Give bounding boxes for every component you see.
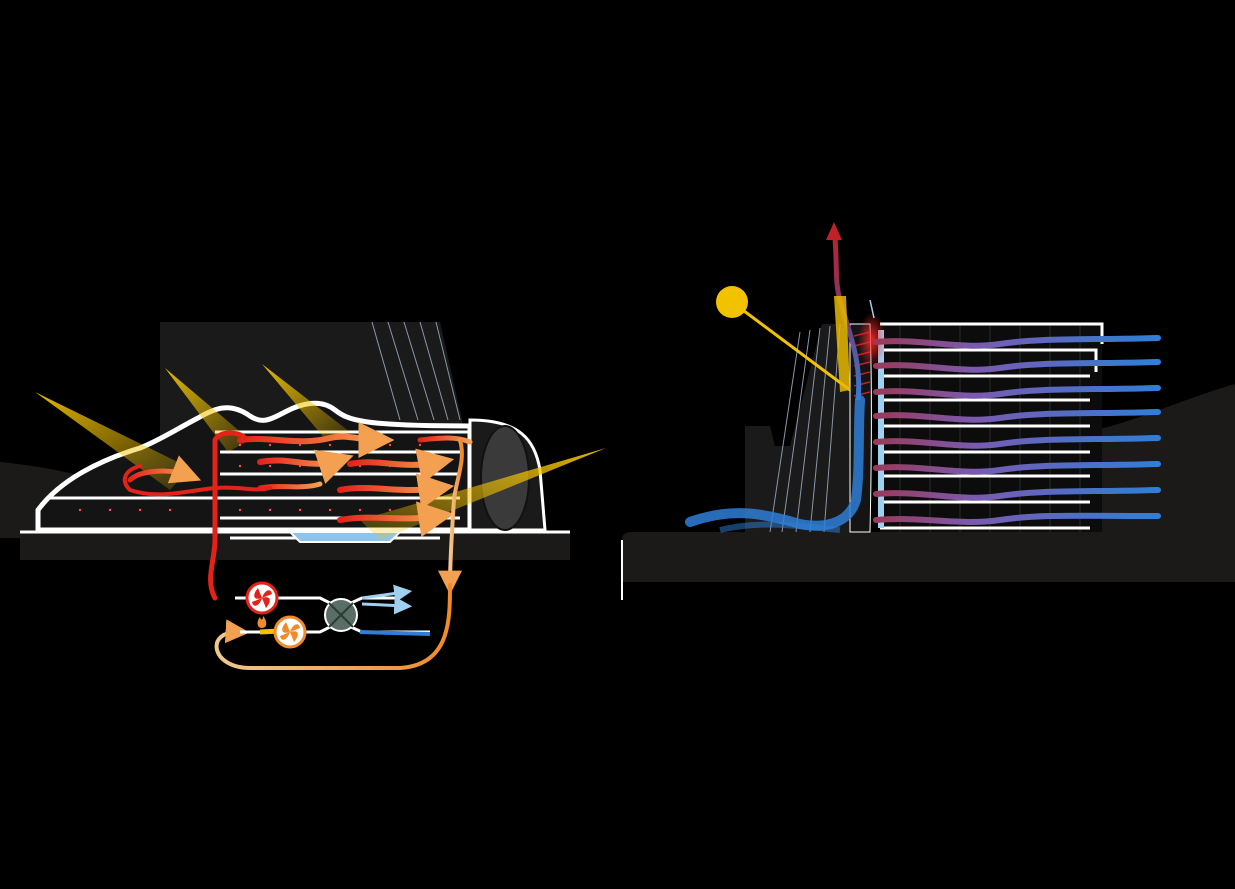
heat-exchanger-icon xyxy=(324,598,358,632)
warm-flow-2 xyxy=(417,435,473,445)
facade-heat-glow xyxy=(858,312,886,368)
right-tower-mass xyxy=(745,324,850,532)
warm-flow-4 xyxy=(347,448,455,484)
cool-flow-7 xyxy=(873,487,1161,501)
winter-heating-section xyxy=(0,321,606,670)
sun-ray-right xyxy=(834,296,850,392)
cool-flow-8 xyxy=(873,512,1161,525)
cool-flow-6 xyxy=(873,461,1161,475)
summer-ventilation-section xyxy=(621,222,1235,600)
cool-flow-5 xyxy=(873,435,1161,449)
right-building xyxy=(878,322,1104,532)
cool-return-air xyxy=(359,630,431,636)
pool xyxy=(287,531,403,543)
right-hill xyxy=(1095,384,1235,532)
warm-branch-left xyxy=(122,464,217,497)
warm-loop-bottom xyxy=(214,583,452,670)
right-ground xyxy=(622,532,1235,582)
mechanical-equipment xyxy=(235,581,431,649)
warm-return-riser xyxy=(438,438,464,595)
cool-exhaust xyxy=(361,584,413,603)
fan-icon xyxy=(245,581,279,615)
warm-flow-7 xyxy=(337,501,455,537)
cool-intake-flow-2 xyxy=(719,521,841,533)
right-tower-fins xyxy=(769,323,841,533)
sun-ray-3 xyxy=(262,364,350,440)
warm-air-flows xyxy=(122,421,473,670)
left-tower-fins xyxy=(371,321,461,421)
warm-flow-1 xyxy=(237,421,395,458)
warm-flow-8 xyxy=(127,455,202,484)
cool-flow-4 xyxy=(873,409,1161,423)
cool-flow-1 xyxy=(873,335,1161,349)
cool-exhaust-2 xyxy=(361,596,413,615)
exhaust-arrow-icon xyxy=(826,222,842,240)
cool-flow-2 xyxy=(873,359,1161,373)
warm-flow-5 xyxy=(337,473,455,509)
sun-ray-1 xyxy=(35,392,190,490)
cool-flow-3 xyxy=(873,385,1161,399)
cool-intake-flow xyxy=(685,395,865,531)
fan-icon-2 xyxy=(273,615,307,649)
warm-branch-right xyxy=(213,485,272,492)
cool-air-flows xyxy=(873,335,1161,525)
warm-flow-3 xyxy=(257,449,354,484)
sun-icon xyxy=(716,286,851,392)
inner-facade-glass xyxy=(878,330,884,528)
flame-icon xyxy=(257,616,267,628)
facade-top-tick xyxy=(869,299,875,319)
